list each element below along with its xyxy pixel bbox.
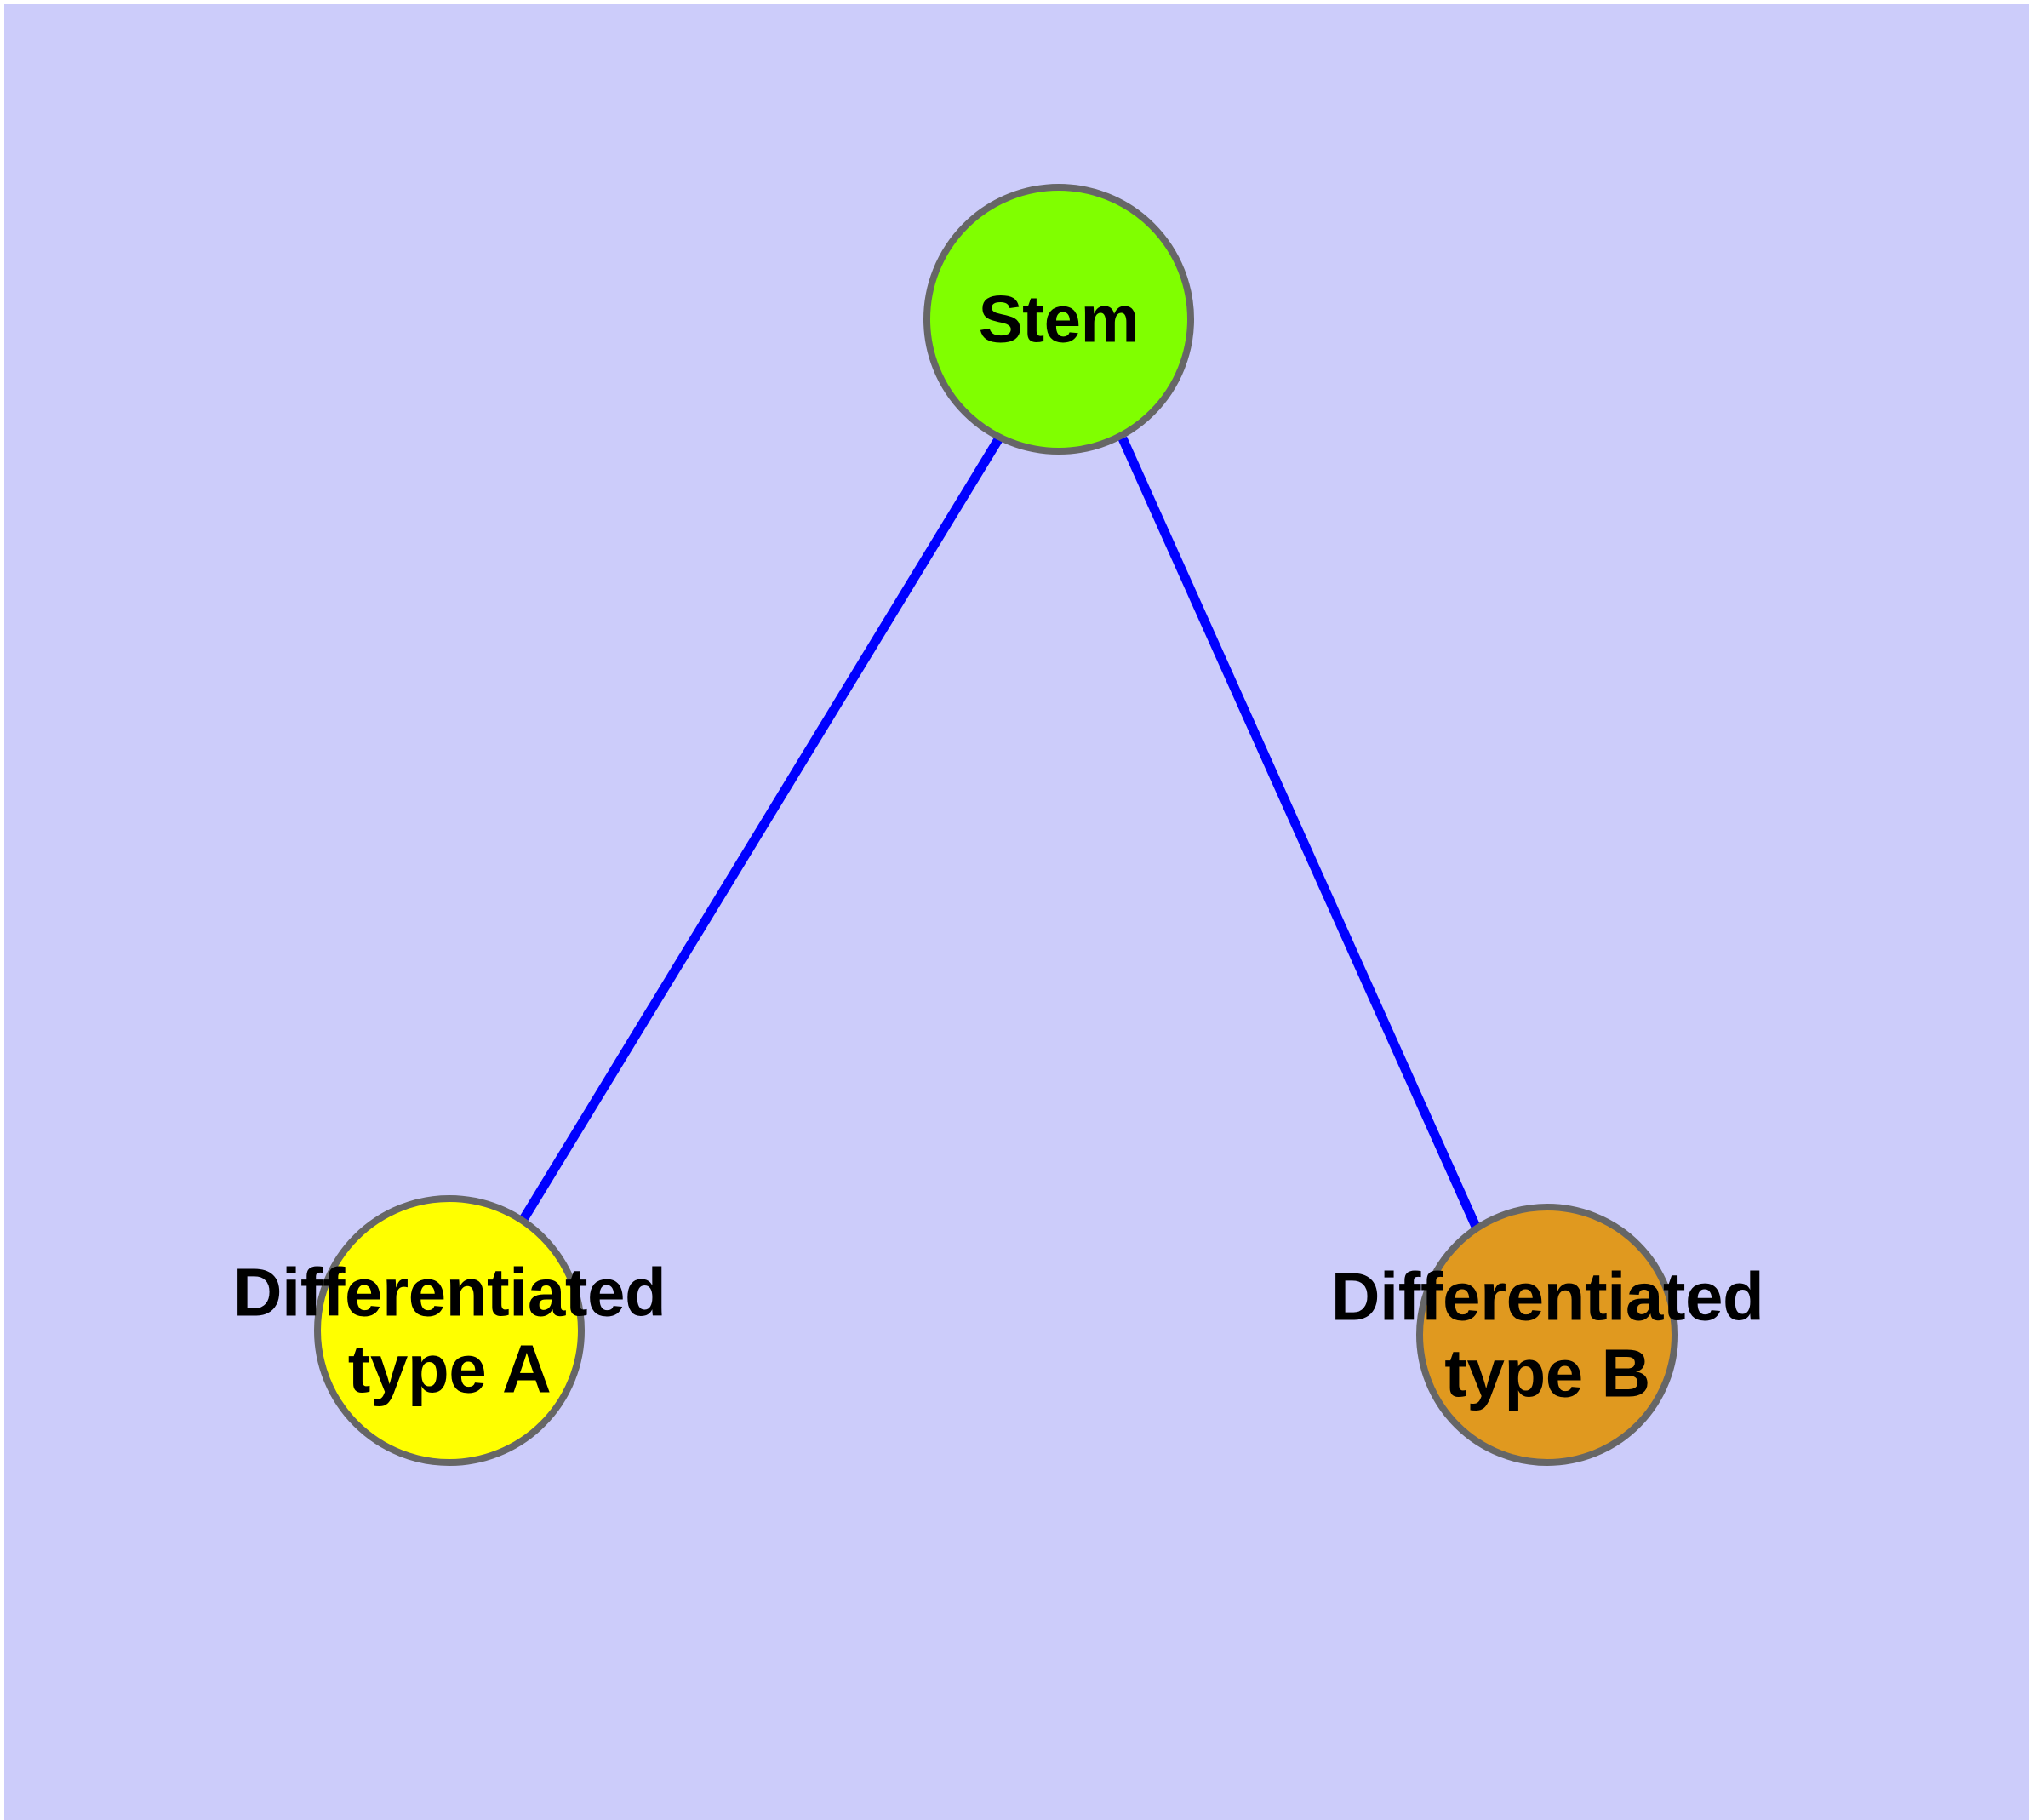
node-circle-diff_a[interactable] — [314, 1195, 585, 1466]
edge-stem-diff-b[interactable] — [1117, 436, 1482, 1231]
nodes-group — [314, 184, 1678, 1466]
node-circle-diff_b[interactable] — [1416, 1204, 1678, 1466]
edges-group — [518, 434, 1482, 1231]
node-circle-stem[interactable] — [923, 184, 1194, 455]
edge-stem-diff-a[interactable] — [518, 434, 1004, 1223]
